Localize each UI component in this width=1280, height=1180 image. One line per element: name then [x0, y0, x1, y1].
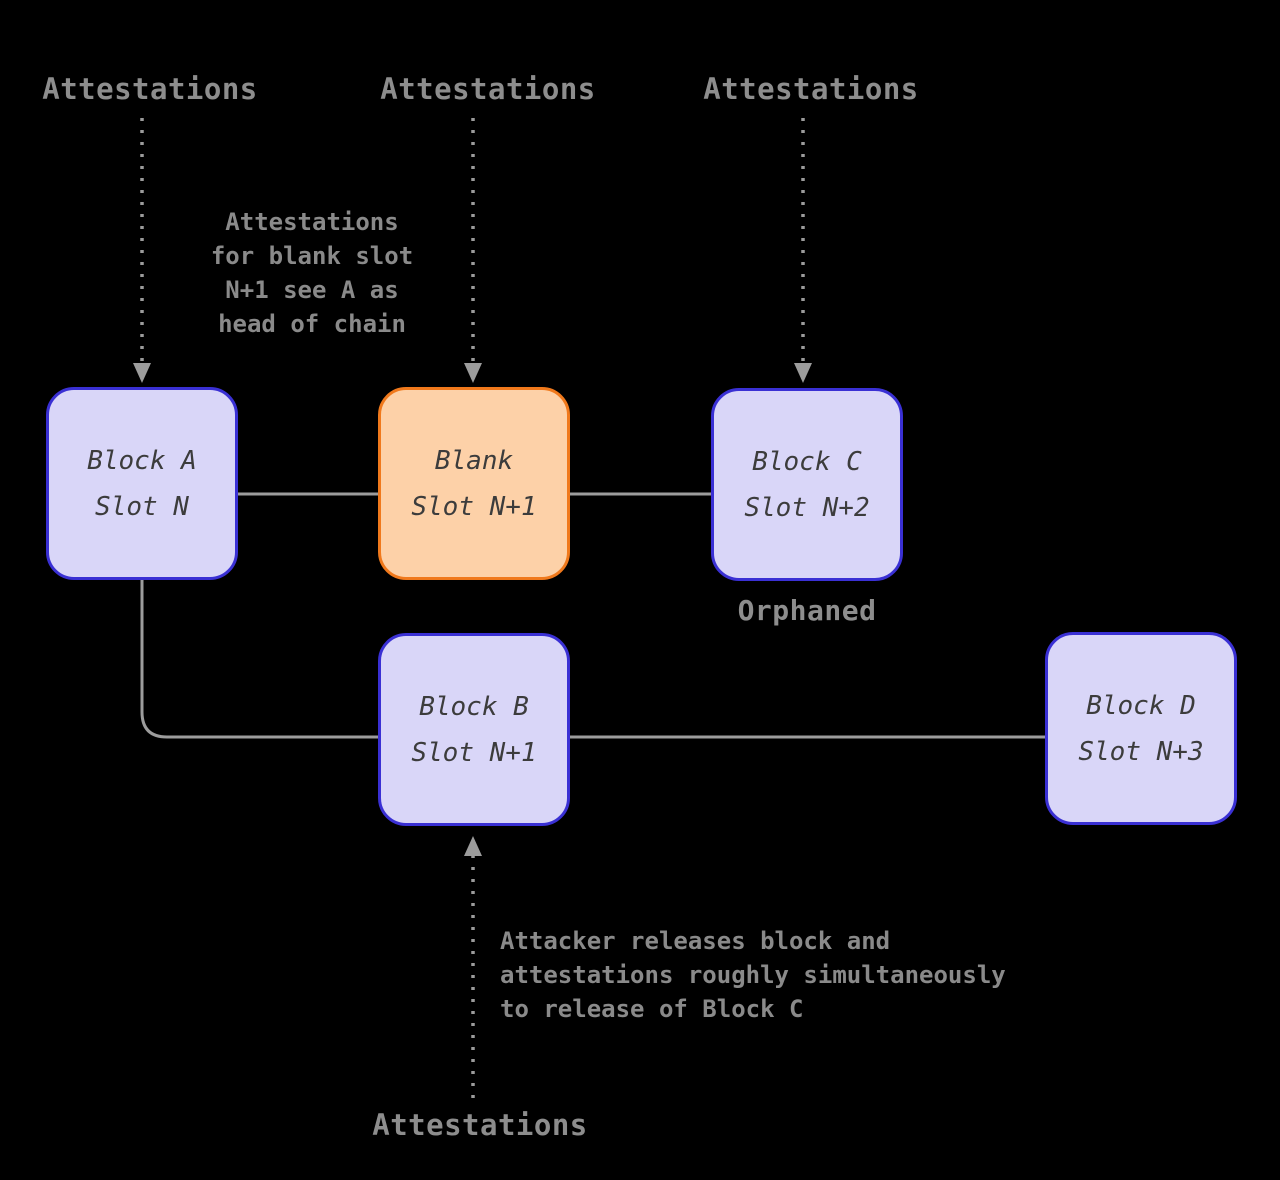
- attestation-arrow-block-b: [464, 836, 482, 1098]
- arrowhead-up-icon: [464, 836, 482, 856]
- attestations-label-blank: Attestations: [380, 72, 596, 106]
- block-d-slot: Slot N+3: [1078, 736, 1204, 767]
- block-b-title: Block B: [419, 691, 529, 722]
- block-c-slot: Slot N+2: [744, 492, 870, 523]
- block-a-slot: Slot N: [95, 491, 189, 522]
- block-d: Block D Slot N+3: [1045, 632, 1237, 825]
- attacker-note: Attacker releases block and attestations…: [500, 927, 1006, 1023]
- block-c: Block C Slot N+2: [711, 388, 903, 581]
- attestation-arrow-block-a: [133, 118, 151, 383]
- attestation-arrow-block-c: [794, 118, 812, 383]
- attestations-label-a: Attestations: [42, 72, 258, 106]
- block-c-title: Block C: [752, 446, 862, 477]
- block-a-title: Block A: [87, 445, 197, 476]
- block-b: Block B Slot N+1: [378, 633, 570, 826]
- block-blank-title: Blank: [434, 445, 514, 476]
- block-blank-slot: Slot N+1: [411, 491, 537, 522]
- attestations-label-c: Attestations: [703, 72, 919, 106]
- attestation-arrow-blank: [464, 118, 482, 383]
- block-blank: Blank Slot N+1: [378, 387, 570, 580]
- connector-a-to-b: [140, 572, 382, 739]
- blank-slot-note: Attestations for blank slot N+1 see A as…: [210, 208, 414, 338]
- attestations-label-b: Attestations: [372, 1108, 588, 1142]
- block-d-title: Block D: [1086, 690, 1196, 721]
- arrowhead-down-icon: [794, 363, 812, 383]
- block-b-slot: Slot N+1: [411, 737, 537, 768]
- orphaned-label: Orphaned: [737, 594, 877, 627]
- block-a: Block A Slot N: [46, 387, 238, 580]
- arrowhead-down-icon: [133, 363, 151, 383]
- arrowhead-down-icon: [464, 363, 482, 383]
